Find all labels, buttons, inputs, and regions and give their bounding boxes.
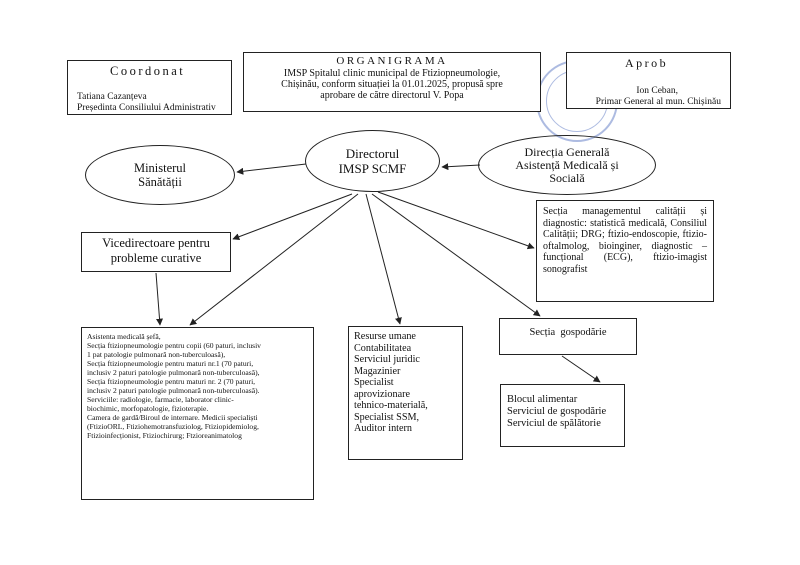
node-asistenta-line: Secția ftiziopneumologie pentru maturi n… xyxy=(87,377,256,386)
node-resurse-line: Specialist xyxy=(354,377,394,388)
node-asistenta-line: Secția ftiziopneumologie pentru maturi n… xyxy=(87,359,254,368)
arrow-director-to-management xyxy=(377,191,535,250)
node-blocul-alimentar: Blocul alimentar Serviciul de gospodărie… xyxy=(500,384,625,447)
aprob-role: Primar General al mun. Chișinău xyxy=(595,97,721,107)
node-resurse-line: tehnico-materială, xyxy=(354,400,428,411)
node-bloc-line: Serviciul de gospodărie xyxy=(507,406,607,417)
node-asistenta-line: 1 pat patologie pulmonară non-tuberculoa… xyxy=(87,350,226,359)
node-asistenta-line: inclusiv 2 paturi patologie pulmonară no… xyxy=(87,368,260,377)
coordonat-role: Președinta Consiliului Administrativ xyxy=(77,103,216,113)
arrow-directia-to-director xyxy=(441,163,481,171)
node-resurse-line: Auditor intern xyxy=(354,423,413,434)
organigrama-line: Chișinău, conform situației la 01.01.202… xyxy=(281,79,503,90)
node-bloc-line: Serviciul de spălătorie xyxy=(507,418,601,429)
arrow-director-to-gospodarie xyxy=(371,193,541,317)
node-asistenta-line: Asistenta medicală șefă, xyxy=(87,332,161,341)
organigrama-box: ORGANIGRAMA IMSP Spitalul clinic municip… xyxy=(243,52,541,112)
node-asistenta-line: Camera de gardă/Biroul de internare. Med… xyxy=(87,413,258,422)
aprob-title: Aprob xyxy=(625,56,669,70)
coordonat-name: Tatiana Cazanțeva xyxy=(77,92,147,102)
node-bloc-line: Blocul alimentar xyxy=(507,394,578,405)
arrow-vice-to-asistenta xyxy=(155,272,164,326)
node-directia-generala: Direcția Generală Asistență Medicală și … xyxy=(478,135,656,195)
node-resurse-line: Serviciul juridic xyxy=(354,354,420,365)
node-asistenta-line: inclusiv 2 paturi patologie pulmonară no… xyxy=(87,386,260,395)
aprob-box: Aprob Ion Ceban, Primar General al mun. … xyxy=(566,52,731,109)
node-resurse-line: aprovizionare xyxy=(354,388,411,400)
node-ministerul-line: Sănătății xyxy=(138,175,182,189)
node-asistenta-line: Serviciile: radiologie, farmacie, labora… xyxy=(87,395,234,404)
node-vice-line: Vicedirectoare pentru xyxy=(102,236,210,250)
node-resurse-umane: Resurse umane Contabilitatea Serviciul j… xyxy=(348,326,463,460)
arrow-director-to-ministerul xyxy=(236,163,307,175)
arrow-director-to-vice xyxy=(232,193,353,241)
node-ministerul: Ministerul Sănătății xyxy=(85,145,235,205)
organigrama-line: IMSP Spitalul clinic municipal de Ftizio… xyxy=(283,68,501,79)
node-resurse-line: Contabilitatea xyxy=(354,342,412,354)
node-directorul-line: Directorul xyxy=(345,146,400,161)
node-asistenta-line: (FtizioORL, Ftiziohemotransfuziolog, Fti… xyxy=(87,422,259,431)
arrow-director-to-resurse xyxy=(365,193,402,325)
node-directorul-line: IMSP SCMF xyxy=(338,161,407,176)
node-vice-line: probleme curative xyxy=(110,251,202,265)
node-asistenta-line: Secția ftiziopneumologie pentru copii (6… xyxy=(87,341,261,350)
node-directorul: Directorul IMSP SCMF xyxy=(305,130,440,192)
node-directia-line: Socială xyxy=(549,170,585,185)
arrow-gospodarie-to-bloc xyxy=(561,355,601,383)
organigrama-title: ORGANIGRAMA xyxy=(336,55,448,67)
node-gospodarie-text: Secția gospodărie xyxy=(529,327,607,338)
node-directia-line: Asistență Medicală și xyxy=(515,157,619,172)
node-directia-line: Direcția Generală xyxy=(524,144,610,159)
node-ministerul-line: Ministerul xyxy=(133,161,187,175)
node-resurse-line: Magazinier xyxy=(354,365,401,377)
coordonat-box: Coordonat Tatiana Cazanțeva Președinta C… xyxy=(67,60,232,115)
node-resurse-line: Specialist SSM, xyxy=(354,411,420,423)
node-asistenta-medicala: Asistenta medicală șefă, Secția ftiziopn… xyxy=(81,327,314,500)
node-management-calitate: Secția managementul calității și diagnos… xyxy=(536,200,714,302)
node-resurse-line: Resurse umane xyxy=(354,331,416,342)
aprob-name: Ion Ceban, xyxy=(636,86,678,96)
coordonat-title: Coordonat xyxy=(110,64,186,78)
node-sectia-gospodarie: Secția gospodărie xyxy=(499,318,637,355)
node-management-text: Secția managementul calității și diagnos… xyxy=(543,206,707,275)
node-asistenta-line: biochimic, morfopatologie, fizioterapie. xyxy=(87,404,209,413)
organigrama-line: aprobare de către directorul V. Popa xyxy=(320,90,464,101)
node-vicedirectoare: Vicedirectoare pentru probleme curative xyxy=(81,232,231,272)
node-asistenta-line: Ftizioinfecționist, Ftiziochirurg; Ftzio… xyxy=(87,431,242,440)
